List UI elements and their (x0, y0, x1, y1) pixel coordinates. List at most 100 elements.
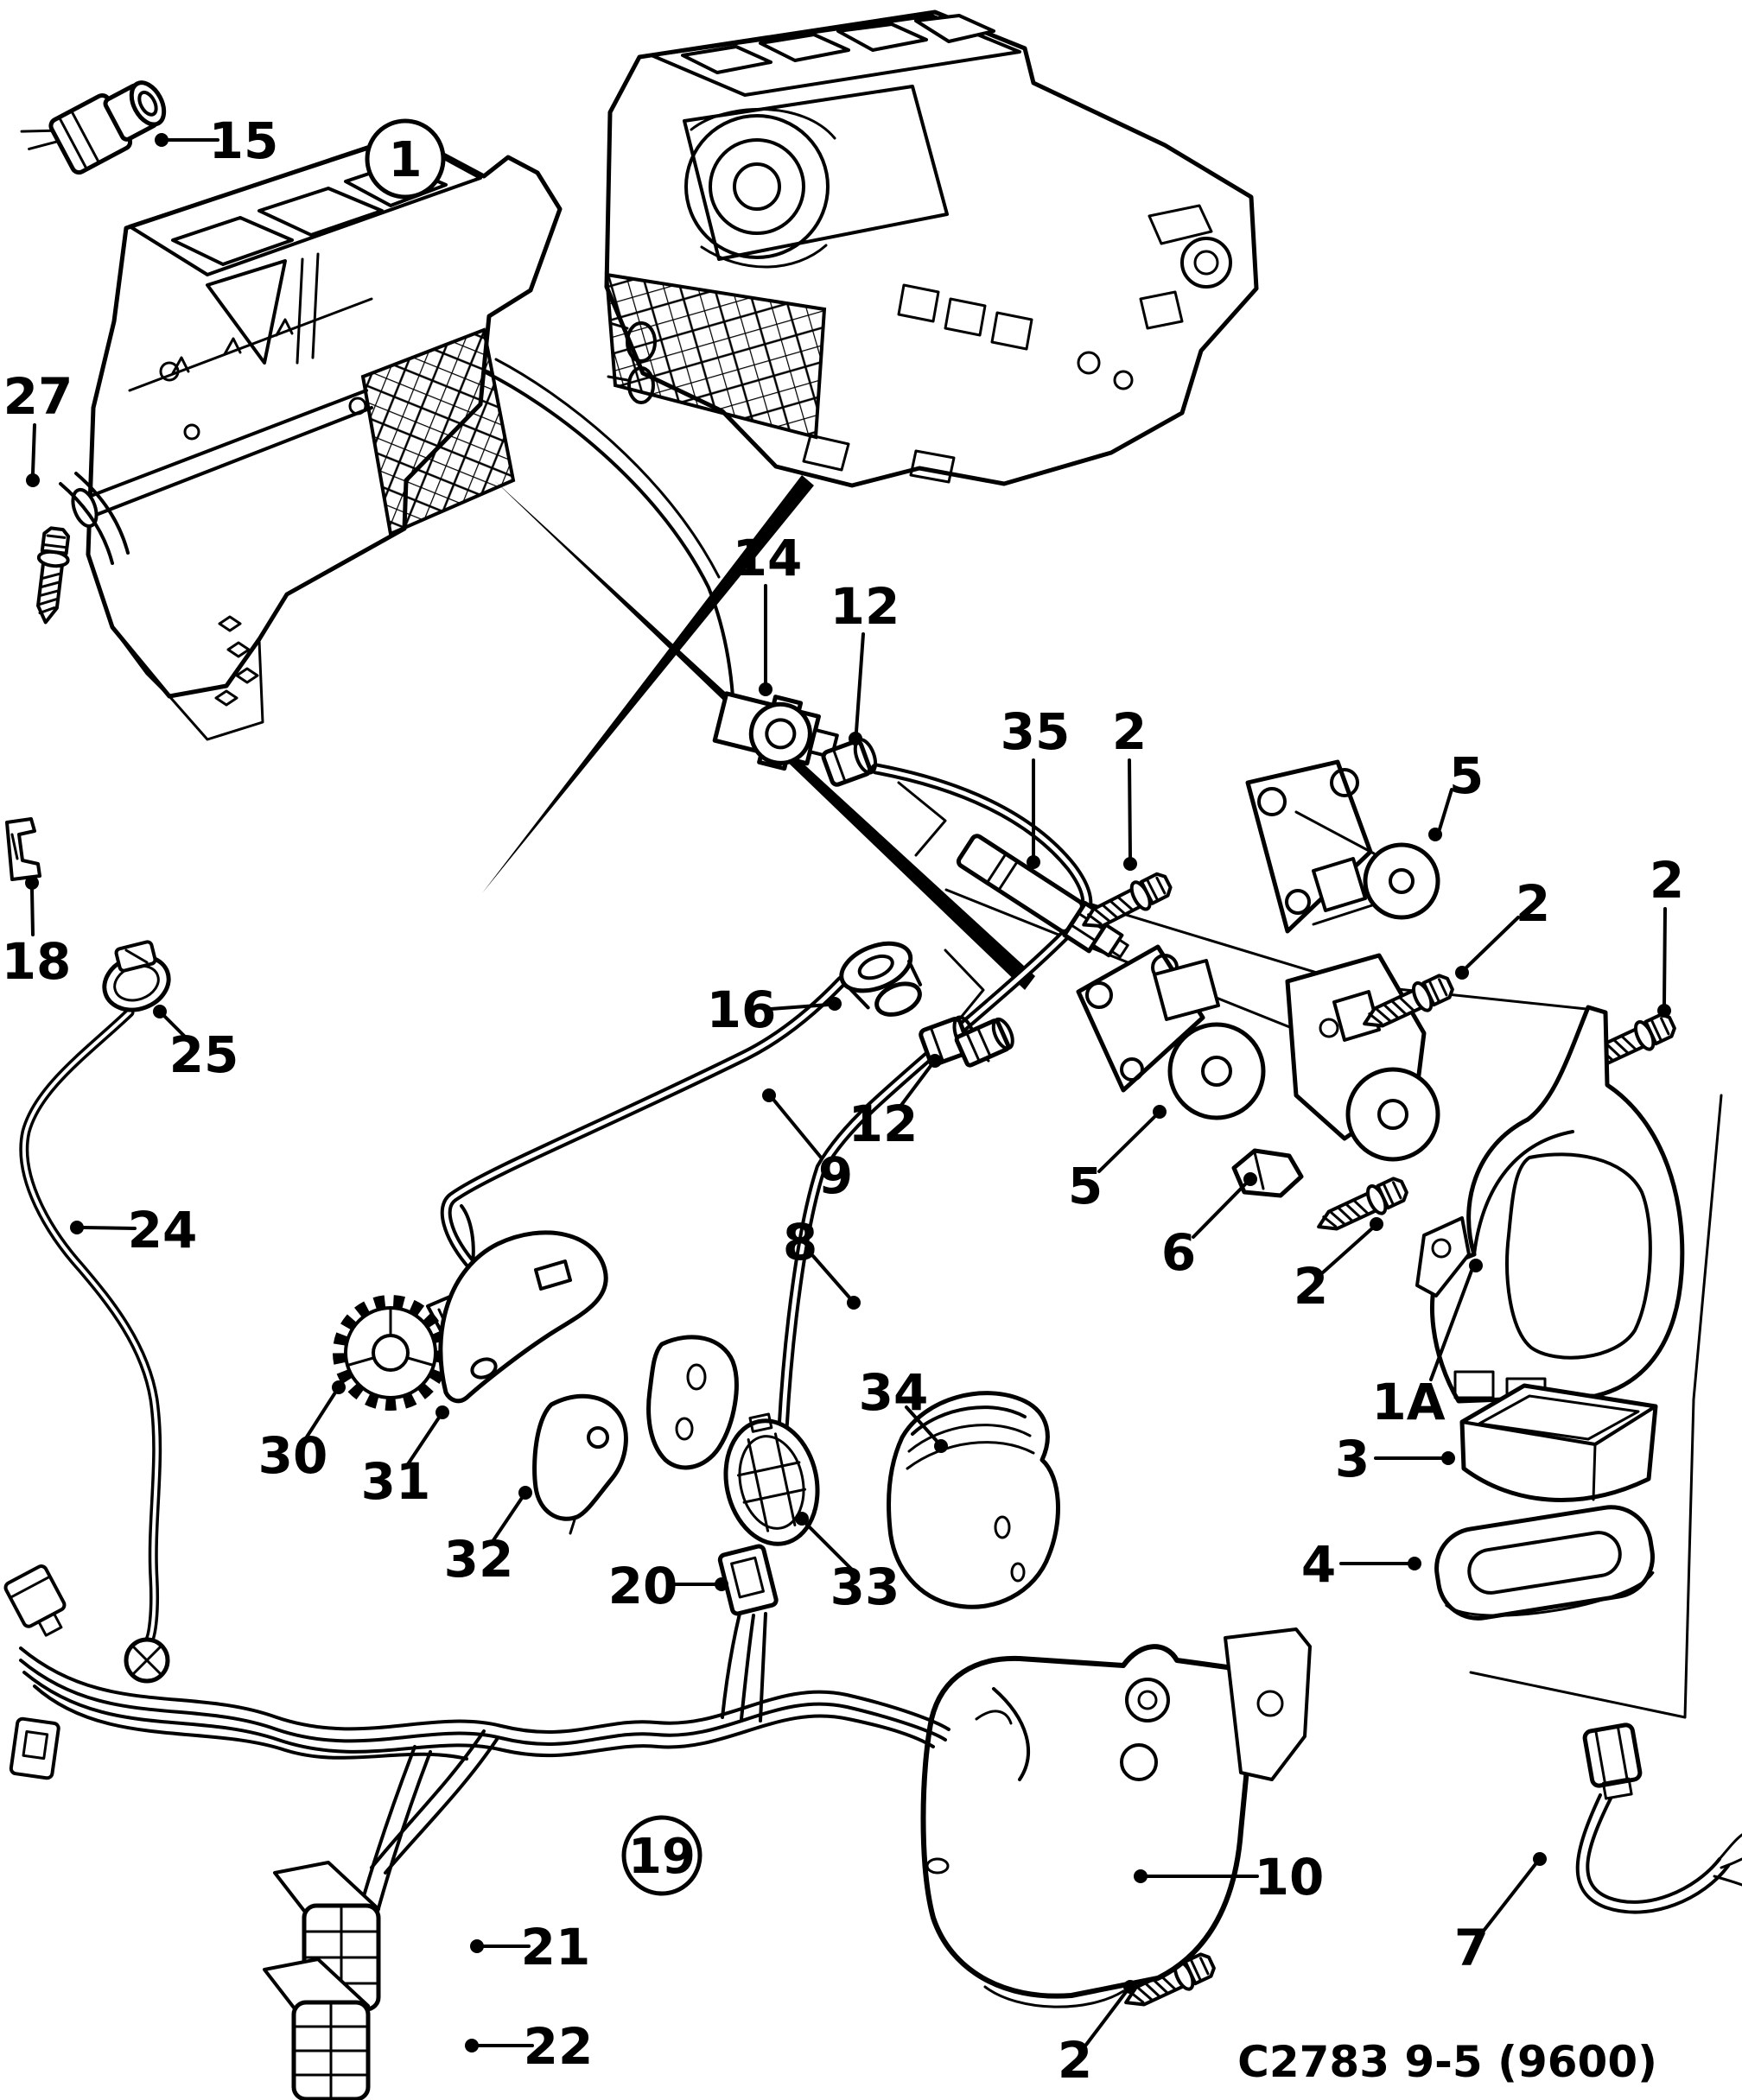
leader-line-8 (811, 1254, 851, 1299)
wiring-harness-19 (3, 1564, 950, 1963)
part-label-9: 9 (818, 1146, 853, 1205)
balloon-callouts: 119 (365, 118, 703, 1896)
grommet-16 (839, 941, 923, 1017)
part-label-2-c: 2 (1650, 851, 1684, 910)
leader-dot-2-d (1370, 1217, 1383, 1231)
leader-dot-2-b (1455, 966, 1469, 980)
leader-dot-12-upper (849, 732, 862, 745)
leader-dot-15 (155, 133, 168, 147)
blower-wiring-7 (1575, 1723, 1742, 1914)
part-label-2-d: 2 (1294, 1257, 1328, 1316)
connector-20-wires (721, 1612, 767, 1723)
leader-dot-30 (332, 1380, 346, 1394)
cam-32 (532, 1393, 628, 1535)
part-label-24: 24 (128, 1201, 198, 1259)
leader-line-2-d (1321, 1227, 1374, 1274)
balloon-circle-19 (621, 1815, 703, 1896)
part-label-25: 25 (169, 1025, 239, 1084)
heater-pipe-9 (440, 975, 848, 1286)
leader-line-9 (772, 1099, 823, 1160)
temp-sensor-15 (20, 80, 167, 175)
hose-clamp-25 (102, 940, 171, 1012)
part-label-14: 14 (733, 529, 803, 587)
leader-dot-12-lower (928, 1054, 942, 1068)
gasket-4 (1434, 1505, 1655, 1621)
leader-line-5-upper (1438, 788, 1453, 831)
leader-line-2-a (1128, 758, 1132, 859)
bracket-34 (887, 1391, 1060, 1609)
leader-line-18 (30, 888, 35, 936)
leader-dot-5-upper (1428, 828, 1442, 841)
drain-hose-24 (19, 1007, 170, 1684)
leader-dot-14 (759, 682, 772, 696)
part-label-22: 22 (524, 2017, 594, 2076)
heater-pipe-8 (777, 763, 1093, 1436)
leader-line-34 (905, 1405, 938, 1443)
connector-22 (263, 1957, 371, 2100)
leader-dot-6 (1243, 1172, 1257, 1186)
figure-code: C2783 9-5 (9600) (1237, 2037, 1657, 2087)
leader-dot-21 (470, 1939, 484, 1953)
disc-33 (723, 1412, 820, 1546)
leader-line-1A (1429, 1269, 1473, 1381)
leader-dot-24 (70, 1221, 84, 1234)
part-label-31: 31 (361, 1452, 431, 1511)
leader-dot-10 (1134, 1869, 1148, 1883)
part-label-2-e: 2 (1058, 2031, 1092, 2090)
leader-line-27 (31, 423, 36, 475)
clamp-6 (1231, 1148, 1304, 1198)
leader-line-25 (162, 1014, 189, 1041)
leader-line-5-mid (1097, 1114, 1157, 1173)
lever-31 (438, 1230, 608, 1404)
leader-dot-3 (1441, 1451, 1455, 1465)
part-label-30: 30 (258, 1426, 328, 1485)
leader-dot-2-a (1123, 857, 1137, 871)
leader-dot-20 (715, 1577, 728, 1591)
leader-dot-34 (934, 1439, 948, 1453)
leader-dot-1A (1469, 1259, 1483, 1272)
leader-dot-31 (436, 1405, 449, 1419)
part-label-33: 33 (830, 1558, 900, 1616)
leader-dot-9 (762, 1088, 776, 1102)
leader-line-2-c (1663, 907, 1667, 1006)
leader-dot-22 (465, 2039, 479, 2052)
leader-dot-4 (1408, 1557, 1421, 1570)
side-cover-1A (1415, 1005, 1685, 1406)
part-label-6: 6 (1161, 1223, 1196, 1282)
part-label-3: 3 (1335, 1430, 1370, 1488)
leader-line-12-upper (855, 632, 865, 733)
part-label-16: 16 (707, 980, 777, 1039)
leader-dot-27 (26, 473, 40, 487)
screw-2-d (1310, 1171, 1413, 1242)
leader-line-31 (406, 1416, 441, 1466)
leader-dot-16 (828, 997, 842, 1011)
part-label-5-mid: 5 (1068, 1157, 1103, 1215)
part-label-12-lower: 12 (849, 1094, 919, 1153)
leader-dot-32 (518, 1486, 532, 1500)
leader-line-30 (304, 1391, 337, 1440)
balloon-circle-1 (365, 118, 446, 200)
screw-27 (29, 525, 73, 626)
part-label-18: 18 (2, 932, 72, 991)
part-label-12-upper: 12 (830, 577, 900, 636)
filter-tray-3 (1459, 1383, 1658, 1502)
water-valve-14 (712, 691, 839, 771)
part-label-34: 34 (859, 1363, 929, 1422)
leader-dot-8 (847, 1296, 861, 1310)
heater-unit-left-view (59, 132, 734, 741)
actuator-motor-5-mid (1076, 944, 1266, 1120)
leader-dot-2-e (1123, 1980, 1137, 1994)
pipe-union-nut (954, 1017, 1014, 1068)
leader-line-6 (1192, 1182, 1248, 1239)
leader-line-32 (490, 1496, 524, 1545)
part-label-8: 8 (783, 1213, 817, 1272)
part-label-21: 21 (521, 1918, 591, 1976)
blower-housing-10 (920, 1627, 1312, 2008)
part-label-27: 27 (3, 367, 73, 426)
leader-line-33 (804, 1522, 854, 1571)
leader-dot-25 (153, 1005, 167, 1018)
balloon-label-19: 19 (628, 1829, 696, 1885)
